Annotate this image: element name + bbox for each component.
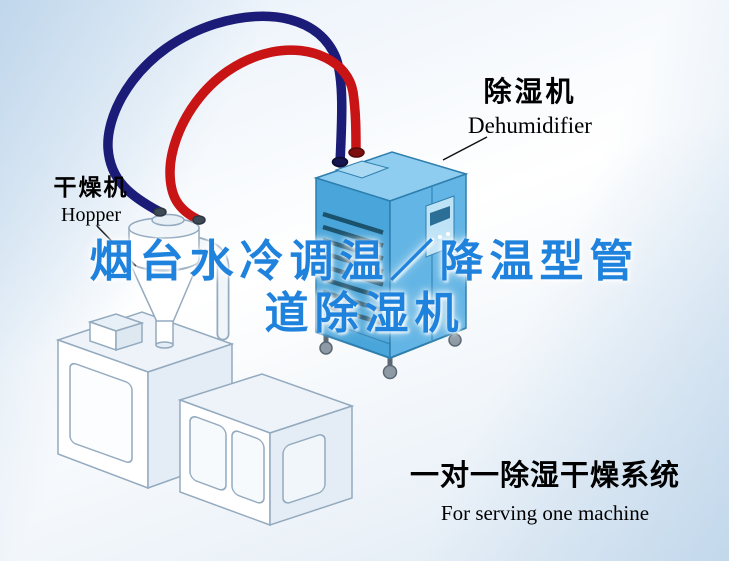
dehumidifier-label-en: Dehumidifier xyxy=(468,113,592,138)
return-pipe xyxy=(103,11,347,217)
caption-zh: 一对一除湿干燥系统 xyxy=(409,460,680,492)
hopper-fitting-blue xyxy=(153,207,167,217)
hopper-fitting-red xyxy=(192,215,206,225)
vent-slat xyxy=(322,237,384,261)
dehumidifier-pointer-line xyxy=(442,136,488,161)
dehumidifier-label-zh: 除湿机 xyxy=(483,76,577,107)
caster-wheel xyxy=(319,341,333,355)
hopper-lid-cap xyxy=(151,213,185,227)
vent-slat xyxy=(322,211,384,235)
front-face-seam xyxy=(315,317,391,345)
caster-wheel xyxy=(382,364,398,380)
hopper-label-zh: 干燥机 xyxy=(53,174,129,200)
control-button xyxy=(438,235,442,239)
top-hatch xyxy=(334,160,390,179)
pointer-lines xyxy=(96,136,488,267)
hopper-label: 干燥机 Hopper xyxy=(28,168,154,227)
door-panel-2 xyxy=(231,430,265,504)
vent-slat xyxy=(322,250,384,274)
watermark-line1: 烟台水冷调温／降温型管 xyxy=(89,237,640,286)
pipe-group xyxy=(103,11,361,225)
vent-slat xyxy=(322,302,384,326)
hopper-side-pipe xyxy=(192,238,228,339)
watermark-title: 烟台水冷调温／降温型管 道除湿机 xyxy=(0,236,729,340)
dehumidifier-illustration xyxy=(313,147,469,380)
door-panel-3 xyxy=(282,434,326,504)
pipe-connector-red xyxy=(348,147,365,158)
control-display xyxy=(430,206,450,226)
bottom-edge xyxy=(315,327,467,360)
dehumidifier-label: 除湿机 Dehumidifier xyxy=(440,70,620,139)
vent-grille xyxy=(322,211,384,326)
vent-slat xyxy=(322,263,384,287)
vent-slat xyxy=(322,289,384,313)
watermark-line2: 道除湿机 xyxy=(264,289,465,338)
motor-box-side xyxy=(115,321,143,352)
extruder-illustration xyxy=(55,207,355,527)
caption-en: For serving one machine xyxy=(440,501,650,525)
bottom-caption: 一对一除湿干燥系统 For serving one machine xyxy=(392,452,698,526)
door-panel-1 xyxy=(189,416,227,491)
supply-pipe xyxy=(165,45,361,225)
control-button xyxy=(430,238,434,242)
hopper-label-en: Hopper xyxy=(61,204,121,226)
vent-slat xyxy=(322,276,384,300)
pipe-connector-blue xyxy=(331,156,349,168)
hopper-pointer-line xyxy=(96,225,137,267)
vent-slat xyxy=(322,224,384,248)
extruder-front-panel xyxy=(69,362,133,464)
control-button xyxy=(446,232,450,236)
hopper-down-tube-end xyxy=(155,341,174,349)
caster-wheel xyxy=(448,333,462,347)
